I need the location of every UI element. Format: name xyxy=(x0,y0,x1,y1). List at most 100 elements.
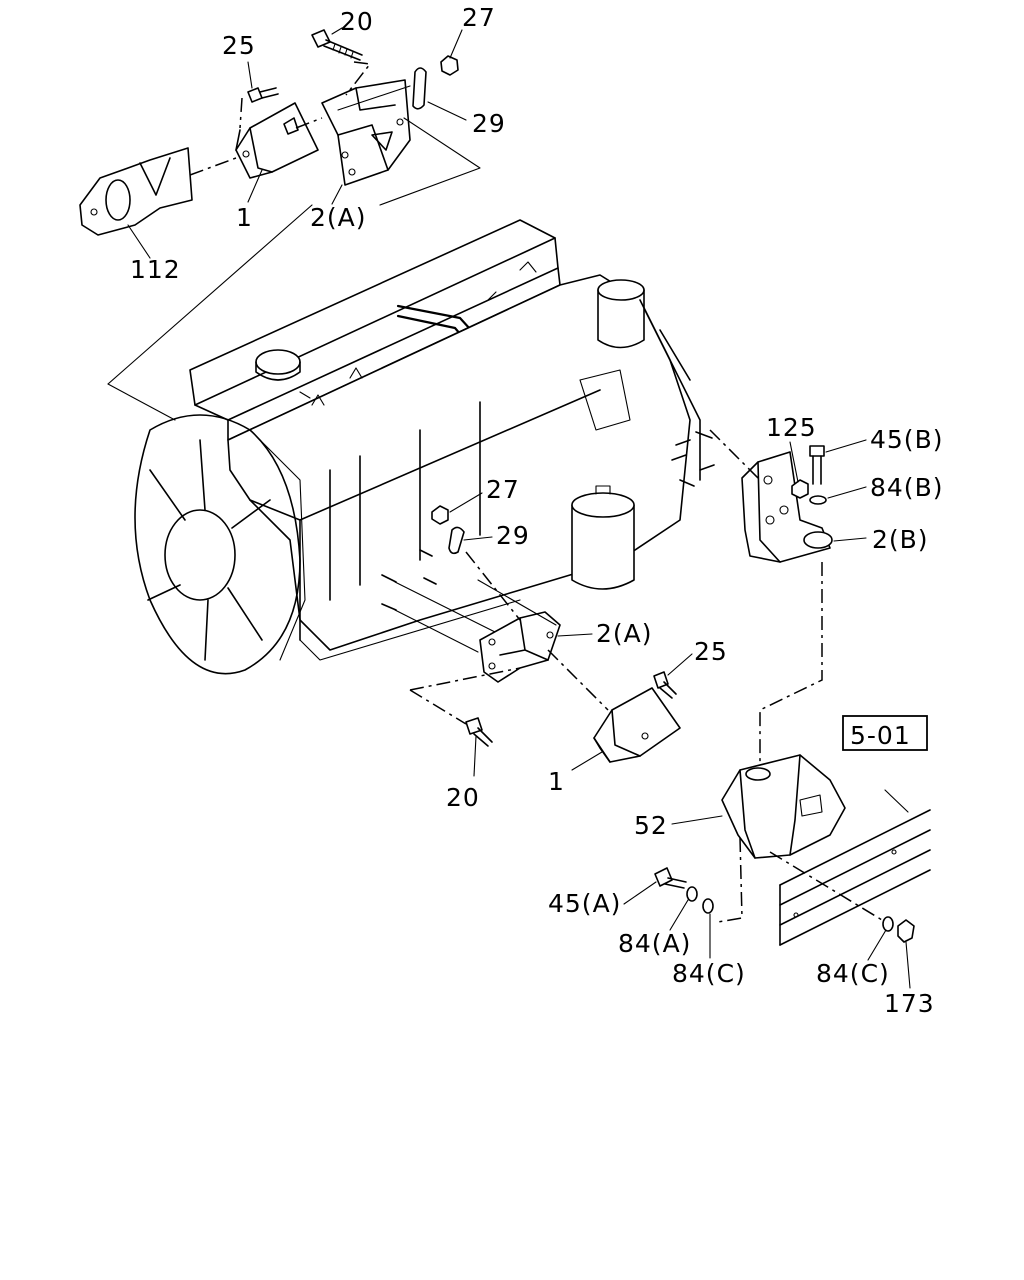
part-2a-mid-hole1 xyxy=(488,638,496,646)
callout-125: 125 xyxy=(766,413,817,442)
part-2a-top-hole2 xyxy=(348,168,356,176)
rear-mount-group xyxy=(654,429,931,946)
nut-173 xyxy=(897,919,915,943)
washer-84c-right xyxy=(882,916,894,932)
part-112-rib xyxy=(139,157,171,196)
part-1-mid-edge xyxy=(593,709,641,763)
fan-shroud xyxy=(259,439,306,661)
fuel-filter-cap xyxy=(595,485,611,495)
engine-guide-line xyxy=(107,204,313,385)
nut-125 xyxy=(791,479,809,499)
bolt-25-top xyxy=(247,87,299,135)
part-2a-top-bracket xyxy=(321,79,411,186)
fan-hub xyxy=(164,509,236,601)
callout-25-top: 25 xyxy=(222,31,256,60)
part-2a-mid-fold xyxy=(499,617,549,661)
callout-2a-top: 2(A) xyxy=(310,203,367,232)
engine-assembly xyxy=(107,204,715,675)
part-2a-mid-hole2 xyxy=(488,662,496,670)
section-ref-box xyxy=(842,715,928,751)
section-ref-label: 5-01 xyxy=(850,721,911,750)
oil-filter-canister-top xyxy=(597,279,645,301)
bracket-to-clip-guide xyxy=(337,85,411,111)
frame-hole1 xyxy=(793,912,799,918)
callout-27-top: 27 xyxy=(462,3,496,32)
housing-studs xyxy=(671,431,715,487)
top-bracket-exploded-group xyxy=(79,29,481,236)
bolt-20-mid xyxy=(465,717,493,747)
assembly-line-20-top xyxy=(345,61,372,96)
part-52-window xyxy=(799,794,823,817)
assembly-line-25-top xyxy=(239,97,243,129)
assembly-line-lower-left xyxy=(409,667,521,691)
part-2b-hole3 xyxy=(779,505,789,515)
callout-112: 112 xyxy=(130,255,181,284)
part-2a-mid-hole3 xyxy=(546,631,554,639)
bracket-engine-guide-mid xyxy=(477,579,557,626)
bracket-to-engine-guide-top xyxy=(379,117,481,206)
oil-filter-canister xyxy=(597,289,645,349)
fuel-filter xyxy=(571,504,635,590)
part-2b-fold xyxy=(757,461,781,563)
part-1-top-insulator xyxy=(235,102,319,179)
part-52-boss xyxy=(745,767,771,781)
frame-hole2 xyxy=(891,849,897,855)
pump-body xyxy=(579,369,631,431)
callout-29-top: 29 xyxy=(472,109,506,138)
callout-25-mid: 25 xyxy=(694,637,728,666)
assembly-line-52-washers xyxy=(717,837,743,923)
callout-52: 52 xyxy=(634,811,668,840)
callout-84c-right: 84(C) xyxy=(816,959,890,988)
assembly-line-112 xyxy=(189,157,237,176)
clip-29-mid xyxy=(448,526,465,555)
nut-27-mid xyxy=(431,505,449,525)
leader-lines xyxy=(127,27,911,989)
washer-84c-left xyxy=(702,898,714,914)
part-112-hole xyxy=(105,179,131,221)
callout-84a: 84(A) xyxy=(618,929,691,958)
clip-29-top xyxy=(412,67,427,110)
part-1-top-edge xyxy=(235,127,273,173)
part-2b-boss xyxy=(803,531,833,549)
part-2b-hole1 xyxy=(763,475,773,485)
fuel-filter-top xyxy=(571,492,635,518)
callout-2b: 2(B) xyxy=(872,525,929,554)
callout-27-mid: 27 xyxy=(486,475,520,504)
washer-84b xyxy=(809,495,827,505)
callout-1-mid: 1 xyxy=(548,767,565,796)
washer-84a xyxy=(686,886,698,902)
assembly-line-1-mid xyxy=(547,649,609,711)
callout-45b: 45(B) xyxy=(870,425,943,454)
frame-rail-lines xyxy=(779,809,931,946)
assembly-line-stud-top xyxy=(295,117,323,129)
callout-2a-mid: 2(A) xyxy=(596,619,653,648)
callout-173: 173 xyxy=(884,989,935,1018)
part-2a-top-gusset xyxy=(371,131,393,151)
oil-pan-edge xyxy=(299,599,521,661)
nut-27-top xyxy=(440,55,459,76)
callout-84b: 84(B) xyxy=(870,473,943,502)
part-112-plate xyxy=(79,147,193,236)
callout-1-top: 1 xyxy=(236,203,253,232)
head-cover-edge xyxy=(194,237,556,406)
part-52-rear-mount xyxy=(721,754,846,859)
oil-filler-cap xyxy=(255,349,301,375)
section-ref-leader xyxy=(884,789,909,813)
callout-84c-left: 84(C) xyxy=(672,959,746,988)
lower-bracket-exploded-group xyxy=(381,505,681,763)
fan-blades xyxy=(147,439,271,661)
callout-20-mid: 20 xyxy=(446,783,480,812)
bolt-20-top xyxy=(311,29,363,61)
part-52-fold xyxy=(739,754,801,859)
callout-45a: 45(A) xyxy=(548,889,621,918)
oil-filler-cap-side xyxy=(255,361,301,381)
assembly-line-52-173 xyxy=(769,851,883,921)
callout-29-mid: 29 xyxy=(496,521,530,550)
block-side-studs xyxy=(381,549,437,611)
part-1-top-hole xyxy=(242,150,250,158)
block-ribs xyxy=(329,401,481,601)
cooling-fan xyxy=(134,414,306,675)
assembly-line-2b-to-52 xyxy=(759,562,823,768)
part-1-mid-hole xyxy=(641,732,649,740)
